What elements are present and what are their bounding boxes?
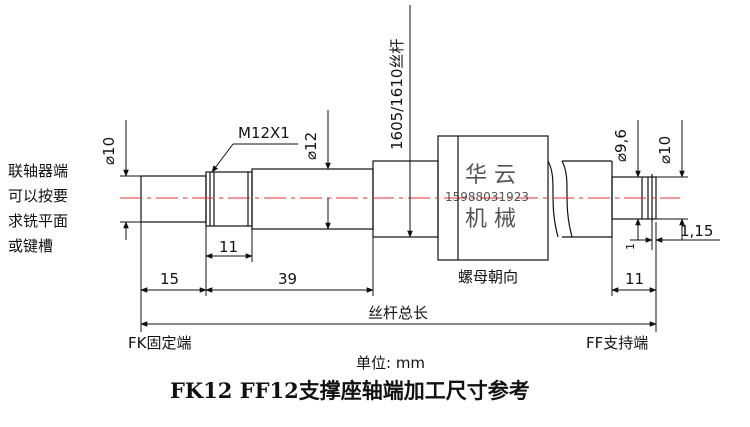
- note-line: 或键槽: [8, 237, 53, 255]
- diam-mid-label: ⌀12: [302, 132, 320, 160]
- thread-leader: [211, 143, 298, 173]
- screw-body: [372, 160, 439, 238]
- note-line: 可以按要: [8, 187, 68, 205]
- watermark-line2: 机 械: [465, 207, 516, 232]
- dim-39: 39: [278, 270, 297, 288]
- watermark-line1: 华 云: [465, 163, 516, 188]
- total-length-label: 丝杆总长: [368, 304, 428, 322]
- journal-section: [140, 175, 207, 223]
- dim-15: 15: [160, 270, 179, 288]
- thread-label: M12X1: [238, 124, 290, 142]
- groove-width-label: 1: [624, 243, 637, 250]
- drawing-title: FK12 FF12支撑座轴端加工尺寸参考: [170, 378, 530, 403]
- length-dims: [140, 222, 657, 332]
- fixed-end-label: FK固定端: [128, 334, 191, 352]
- unit-label: 单位: mm: [356, 354, 425, 372]
- nut-direction-label: 螺母朝向: [458, 268, 518, 286]
- thread-section: [205, 171, 253, 227]
- diam-left-label: ⌀10: [100, 137, 118, 165]
- support-end-label: FF支持端: [586, 334, 648, 352]
- groove-label: 1,15: [680, 222, 713, 240]
- diam-right1-label: ⌀9,6: [612, 129, 630, 162]
- diam-right2-label: ⌀10: [656, 136, 674, 164]
- dim-11-left: 11: [219, 238, 238, 256]
- watermark-phone: 15988031923: [445, 190, 529, 204]
- left-note: 联轴器端 可以按要 求铣平面 或键槽: [8, 162, 68, 255]
- shoulder-section: [251, 168, 374, 230]
- note-line: 求铣平面: [8, 212, 68, 230]
- watermark: 华 云 15988031923 机 械: [445, 163, 529, 232]
- dim-11-right: 11: [625, 270, 644, 288]
- screw-spec-label: 1605/1610丝杆: [388, 39, 406, 150]
- note-line: 联轴器端: [8, 162, 68, 180]
